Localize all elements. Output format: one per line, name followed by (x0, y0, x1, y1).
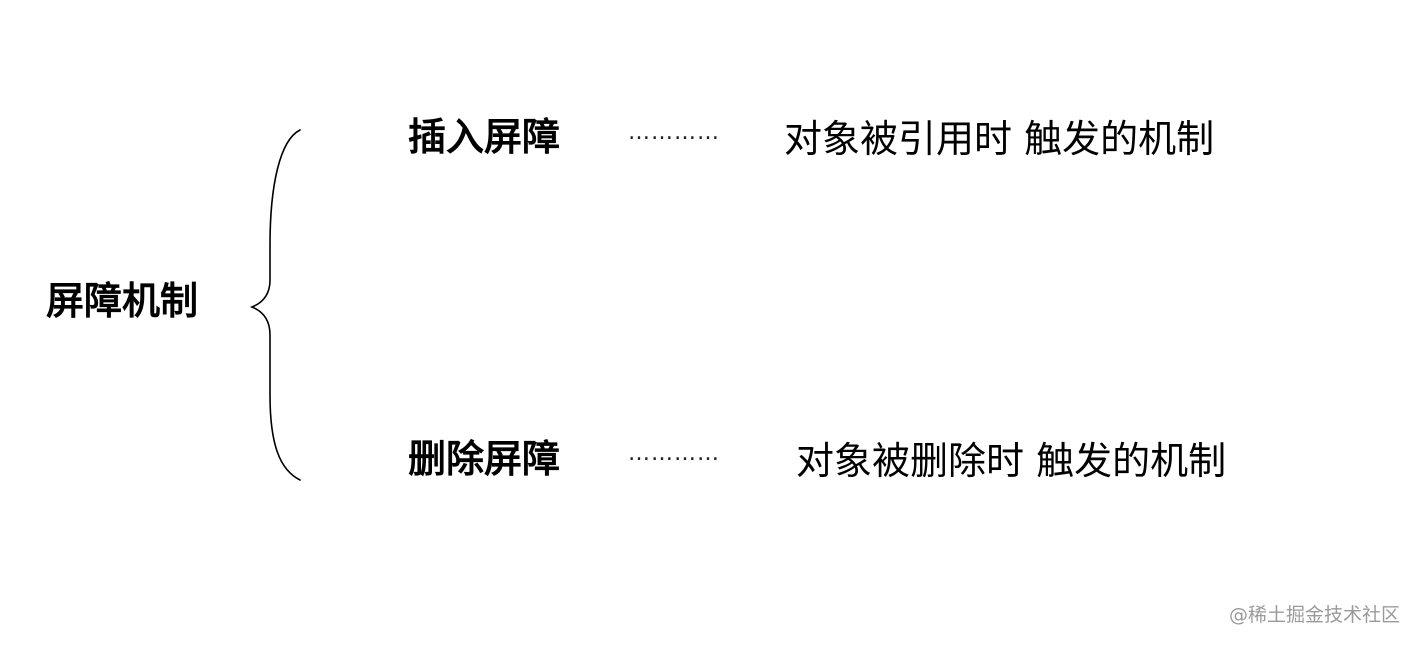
curly-brace-icon (249, 129, 301, 481)
insert-barrier-label: 插入屏障 (408, 115, 561, 159)
delete-barrier-dotted-connector: ………… (628, 441, 720, 466)
insert-barrier-dotted-connector: ………… (628, 120, 720, 145)
watermark-text: @稀土掘金技术社区 (1228, 604, 1400, 626)
delete-barrier-label: 删除屏障 (408, 437, 561, 481)
delete-barrier-description: 对象被删除时 触发的机制 (796, 439, 1227, 483)
root-node-label: 屏障机制 (46, 279, 199, 323)
insert-barrier-description: 对象被引用时 触发的机制 (784, 117, 1215, 161)
